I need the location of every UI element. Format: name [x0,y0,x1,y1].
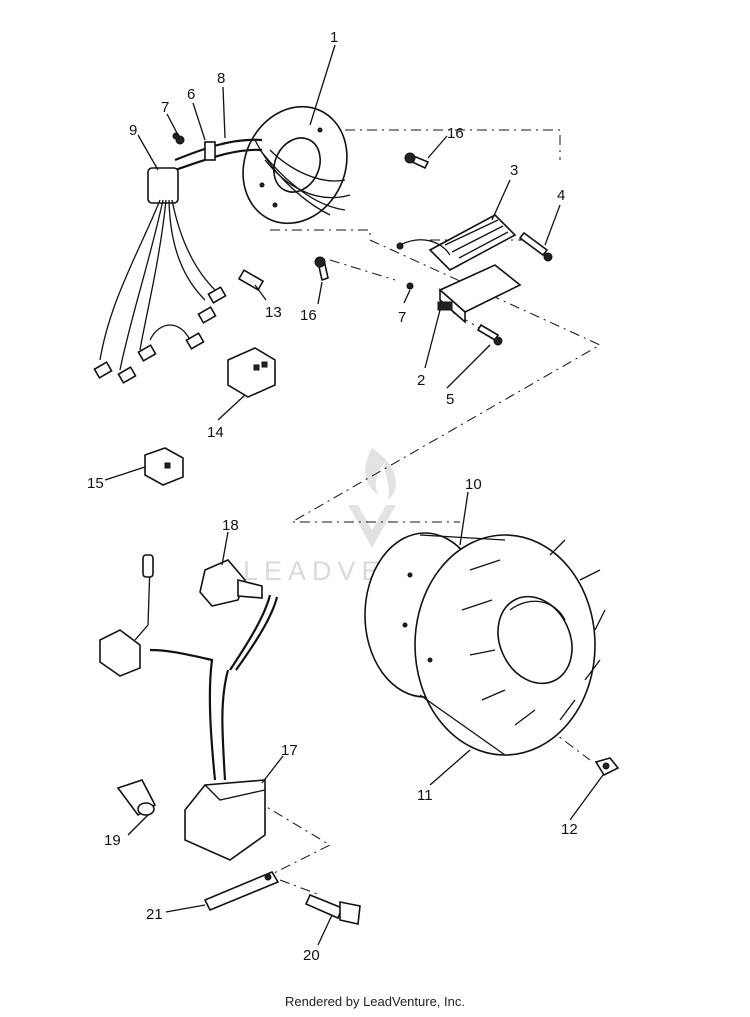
callout-14: 14 [207,424,224,441]
callout-6: 6 [187,86,195,103]
insulator-cap [116,779,157,817]
callout-3: 3 [510,162,518,179]
callout-labels: 1 8 6 7 9 16 3 4 13 16 7 2 5 14 15 10 18… [87,29,578,964]
leader-lines [104,44,604,946]
flywheel [364,532,606,756]
callout-12: 12 [561,821,578,838]
callout-10: 10 [465,476,482,493]
callout-13: 13 [265,304,282,321]
callout-11: 11 [417,787,433,804]
charge-coil [396,214,517,271]
callout-4: 4 [557,187,565,204]
flywheel-nut [594,757,620,777]
callout-5: 5 [446,391,454,408]
ignition-coil [99,554,279,861]
callout-15: 15 [87,475,104,492]
callout-21: 21 [146,906,163,923]
callout-16: 16 [300,307,317,324]
footer-credit: Rendered by LeadVenture, Inc. [285,994,465,1009]
callout-18: 18 [222,517,239,534]
plug-connector [144,447,184,486]
callout-2: 2 [417,372,425,389]
callout-7: 7 [161,99,169,116]
connector-block [227,347,276,398]
callout-9: 9 [129,122,137,139]
reference-lines [254,129,602,896]
callout-1: 1 [330,29,338,46]
ground-strap [203,870,280,912]
wire-terminal [237,269,265,291]
callout-17: 17 [281,742,298,759]
screws [172,132,553,346]
callout-20: 20 [303,947,320,964]
callout-19: 19 [104,832,121,849]
callout-8: 8 [217,70,225,87]
mounting-bolt [304,893,361,925]
callout-16: 16 [447,125,464,142]
grommet-and-leads [93,167,227,384]
callout-7: 7 [398,309,406,326]
spark-plug-cap [199,559,263,607]
stator-plate [242,105,351,225]
harness-clamp [174,135,263,172]
ignition-module [437,264,522,324]
